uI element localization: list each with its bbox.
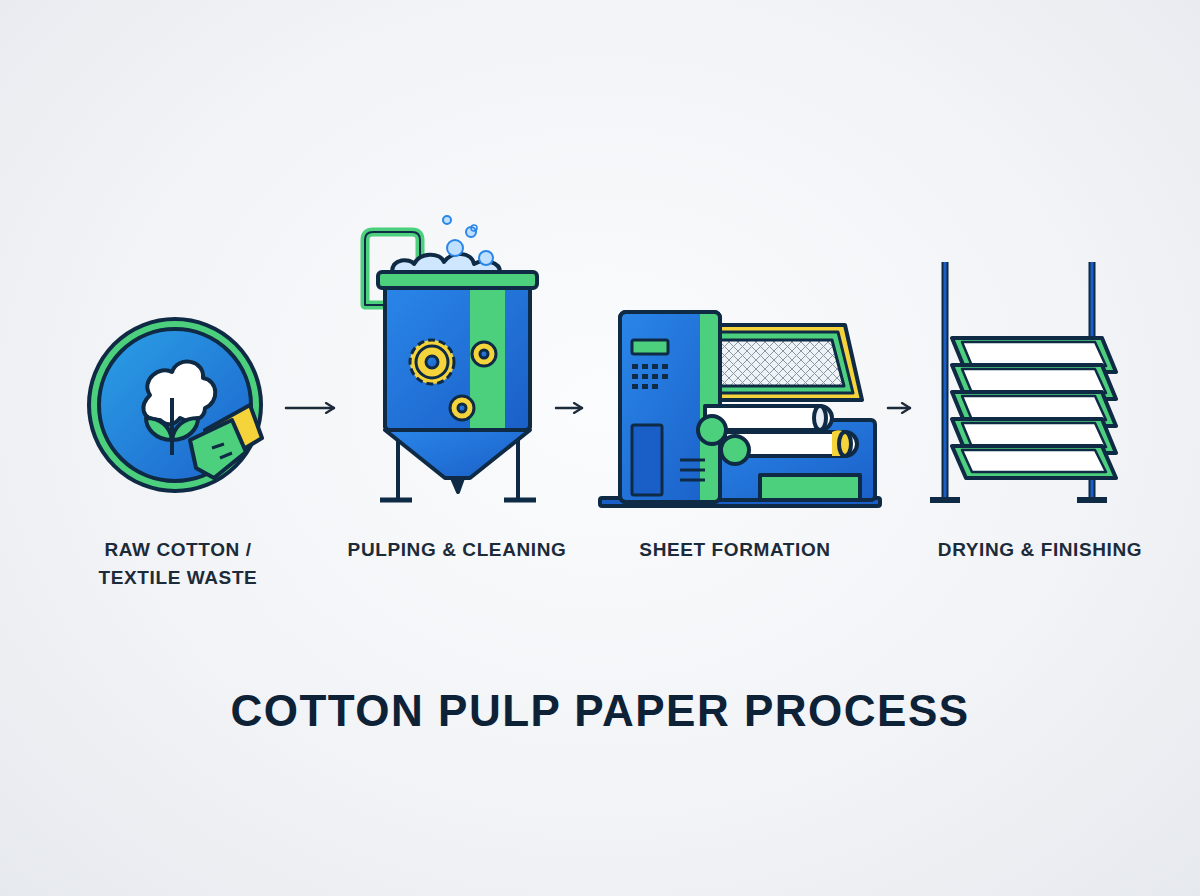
flow-arrow (888, 407, 910, 410)
step-label: RAW COTTON / TEXTILE WASTE (63, 536, 293, 592)
process-step: DRYING & FINISHING (926, 255, 1120, 600)
sheet-machine-icon (600, 312, 880, 506)
cotton-icon (89, 319, 262, 491)
flow-arrow (286, 407, 334, 410)
step-label: SHEET FORMATION (620, 536, 850, 564)
diagram-title: COTTON PULP PAPER PROCESS (0, 686, 1200, 736)
step-label: DRYING & FINISHING (925, 536, 1155, 564)
flow-arrow (556, 407, 582, 410)
process-step: PULPING & CLEANING (350, 215, 540, 600)
pulping-tank-icon (365, 216, 537, 500)
process-step: SHEET FORMATION (598, 305, 872, 600)
drying-rack-icon (930, 262, 1116, 500)
step-label: PULPING & CLEANING (342, 536, 572, 564)
paper-sheet-stack (952, 338, 1116, 478)
process-step: RAW COTTON / TEXTILE WASTE (80, 225, 270, 600)
